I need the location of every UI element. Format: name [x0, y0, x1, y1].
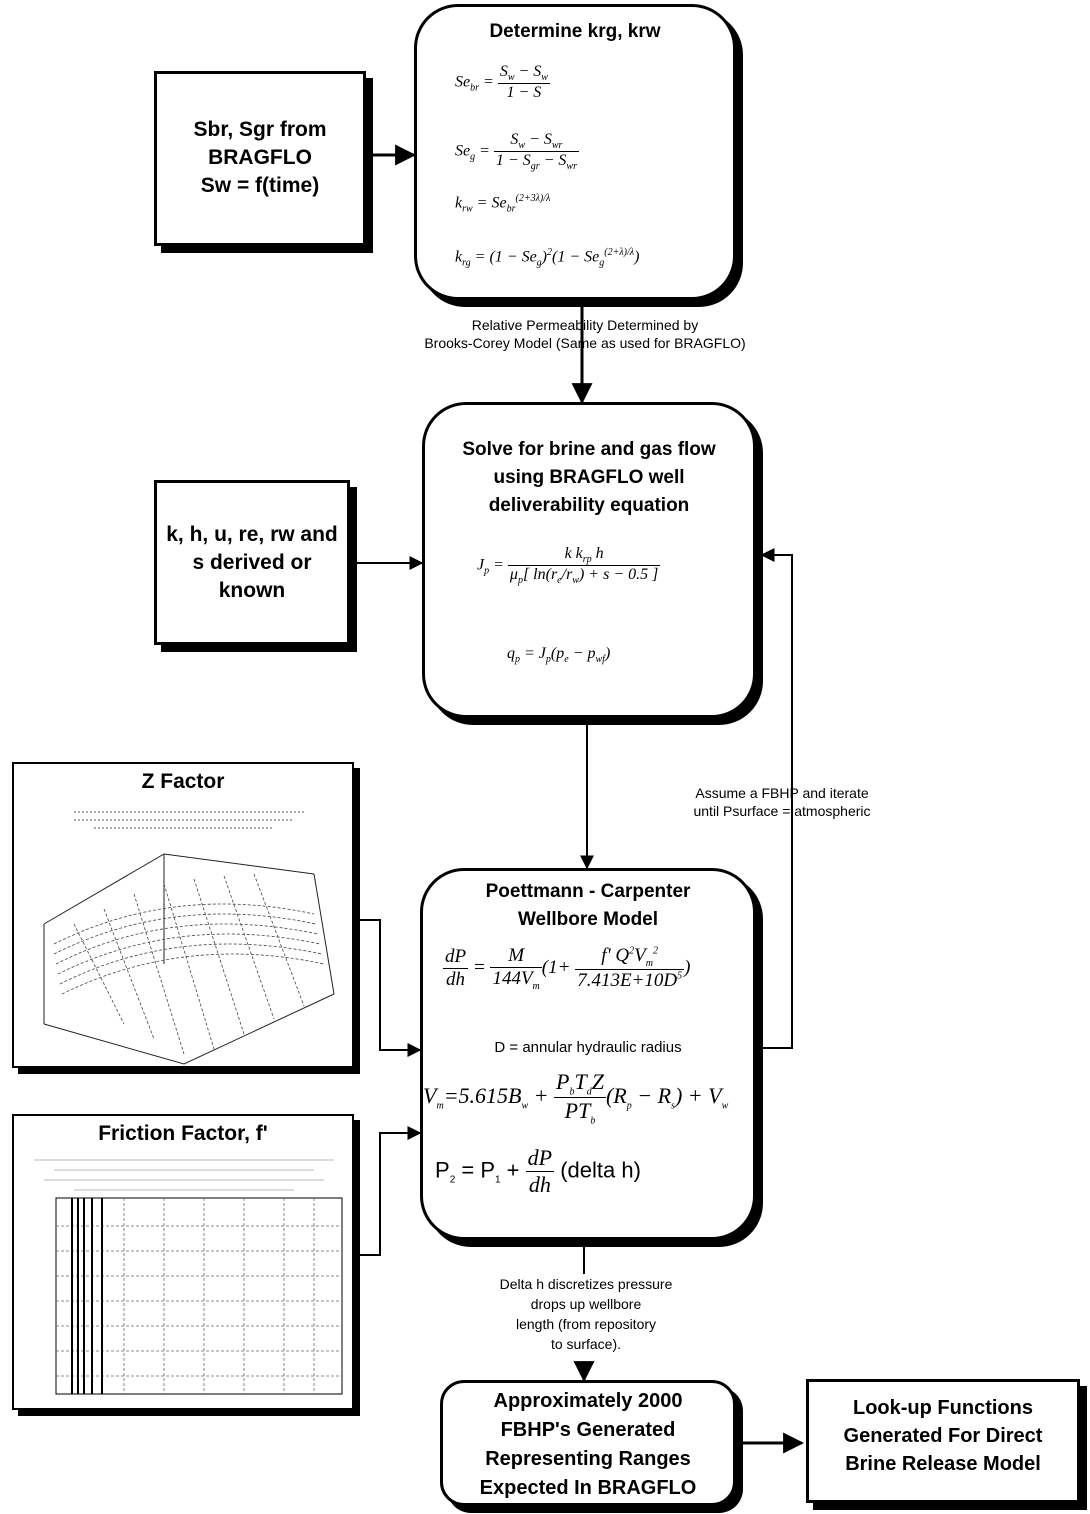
params-line-2: s derived or [192, 551, 312, 574]
arrow-friction-to-wellbore [354, 1126, 422, 1256]
input-line-3: Sw = f(time) [200, 174, 320, 197]
input-line-1: Sbr, Sgr from [193, 118, 327, 141]
fbhp-line-4: Expected In BRAGFLO [479, 1477, 697, 1499]
krg-krw-title: Determine krg, krw [489, 21, 661, 42]
lookup-functions-box: Look-up Functions Generated For Direct B… [806, 1379, 1080, 1503]
solve-title-line-2: using BRAGFLO well [493, 467, 685, 488]
fbhp-line-3: Representing Ranges [485, 1448, 691, 1470]
relative-permeability-note: Relative Permeability Determined by Broo… [375, 316, 795, 352]
params-line-3: known [218, 579, 286, 602]
arrow-zfactor-to-wellbore [354, 919, 422, 1057]
equation-krw: krw = Sebr(2+3λ)/λ [455, 193, 551, 215]
solve-title-line-1: Solve for brine and gas flow [462, 439, 716, 460]
equation-krg: krg = (1 − Seg)2(1 − Seg(2+λ)/λ) [455, 247, 640, 269]
friction-factor-chart [34, 1159, 343, 1395]
delta-note-line-4: to surface). [550, 1336, 622, 1352]
iterate-note-line-1: Assume a FBHP and iterate [695, 785, 869, 801]
delta-note-line-1: Delta h discretizes pressure [499, 1276, 673, 1292]
input-box: Sbr, Sgr from BRAGFLO Sw = f(time) [154, 71, 366, 246]
iterate-note: Assume a FBHP and iterate until Psurface… [662, 784, 902, 820]
delta-h-note: Delta h discretizes pressure drops up we… [466, 1274, 706, 1354]
wellbore-title-line-1: Poettmann - Carpenter [485, 881, 691, 902]
z-factor-surface [43, 811, 335, 1065]
delta-note-line-3: length (from repository [515, 1316, 657, 1332]
friction-factor-title: Friction Factor, f' [98, 1122, 268, 1145]
hydraulic-radius-note: D = annular hydraulic radius [494, 1039, 682, 1056]
z-factor-plot: Z Factor [12, 762, 354, 1068]
equation-qp: qp = Jp(pe − pwf) [507, 645, 611, 666]
lookup-line-2: Generated For Direct [843, 1425, 1043, 1447]
solve-title-line-3: deliverability equation [488, 495, 690, 516]
fbhp-line-1: Approximately 2000 [493, 1390, 683, 1412]
rel-perm-note-line-2: Brooks-Corey Model (Same as used for BRA… [424, 335, 746, 351]
input-line-2: BRAGFLO [208, 146, 312, 169]
friction-factor-plot: Friction Factor, f' [12, 1114, 354, 1410]
iterate-note-line-2: until Psurface = atmospheric [693, 803, 871, 819]
lookup-line-1: Look-up Functions [853, 1397, 1033, 1419]
arrow-iterate-loop [756, 548, 793, 1049]
delta-note-line-2: drops up wellbore [530, 1296, 642, 1312]
z-factor-title: Z Factor [141, 770, 225, 793]
fbhp-line-2: FBHP's Generated [500, 1419, 676, 1441]
parameters-box: k, h, u, re, rw and s derived or known [154, 480, 350, 645]
deliverability-box: Solve for brine and gas flow using BRAGF… [422, 402, 756, 718]
fbhp-box: Approximately 2000 FBHP's Generated Repr… [440, 1380, 736, 1506]
rel-perm-note-line-1: Relative Permeability Determined by [471, 317, 699, 333]
params-line-1: k, h, u, re, rw and [166, 523, 338, 546]
wellbore-title-line-2: Wellbore Model [517, 909, 659, 930]
lookup-line-3: Brine Release Model [845, 1453, 1041, 1475]
